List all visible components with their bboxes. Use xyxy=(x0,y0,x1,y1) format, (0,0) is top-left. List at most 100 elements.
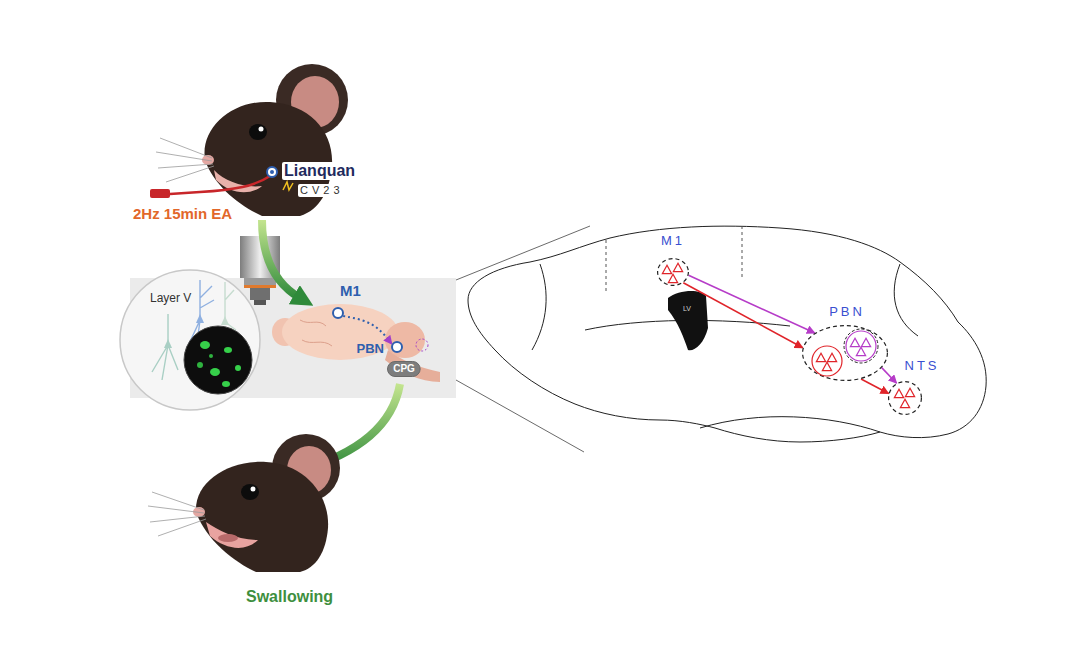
microscope xyxy=(244,285,276,288)
zoom-lines xyxy=(456,226,590,452)
neuron-symbol xyxy=(900,399,909,407)
neuron-symbol xyxy=(673,263,682,271)
subgroup-ring xyxy=(844,329,878,363)
node-label: PBN xyxy=(357,342,384,357)
two-photon-image xyxy=(224,347,232,353)
neuron-symbol xyxy=(822,362,831,370)
neuron-symbol xyxy=(827,353,836,361)
mouse-head-bottom xyxy=(206,522,258,548)
region-marker: M1 xyxy=(332,307,344,319)
two-photon-image xyxy=(197,362,203,368)
imaging-panel xyxy=(120,270,260,410)
mouse-head-bottom xyxy=(218,534,238,542)
node-outline xyxy=(888,381,922,415)
projection-dotted xyxy=(343,316,392,344)
acupoint-name: Lianquan xyxy=(282,162,357,180)
mouse-head-bottom xyxy=(148,434,340,572)
neuron-symbol xyxy=(668,274,677,282)
neuron-symbol xyxy=(856,347,865,355)
node-outline xyxy=(803,326,888,381)
electrode xyxy=(150,167,293,198)
mouse-head-top xyxy=(249,124,267,140)
stimulus-parameter: 2Hz 15min EA xyxy=(133,205,232,222)
mouse-head-bottom xyxy=(251,487,256,492)
outcome-label: Swallowing xyxy=(246,588,333,606)
node-outline xyxy=(889,382,922,415)
neuron-symbol xyxy=(894,389,903,397)
node-outline xyxy=(332,307,344,319)
node-outline xyxy=(658,259,689,286)
projection-arrow xyxy=(689,275,815,333)
neuron-symbol xyxy=(816,353,825,361)
node-label: NTS xyxy=(904,359,941,374)
pyramidal-neurons xyxy=(196,314,204,323)
sagittal-brain-outline xyxy=(532,264,546,350)
two-photon-image xyxy=(184,326,252,394)
mouse-brain xyxy=(282,304,398,360)
microscope xyxy=(244,278,276,288)
neuron-symbol xyxy=(850,338,859,346)
electrode xyxy=(150,189,170,198)
flow-arrow xyxy=(262,220,300,298)
microscope xyxy=(250,288,270,300)
acupoint-code: CV23 xyxy=(298,184,346,197)
mouse-brain xyxy=(416,339,428,351)
two-photon-image xyxy=(235,365,241,371)
microscope xyxy=(254,300,266,305)
two-photon-image xyxy=(200,341,210,349)
sagittal-brain-outline xyxy=(894,264,918,336)
layer-name: Layer V xyxy=(150,292,191,306)
mouse-brain xyxy=(272,304,440,382)
mouse-head-bottom xyxy=(241,484,259,500)
two-photon-image xyxy=(210,368,220,376)
sagittal-brain-outline xyxy=(668,291,708,350)
two-photon-image xyxy=(184,326,252,394)
neuron-cluster: PBN xyxy=(802,325,888,381)
mouse-head-top xyxy=(156,64,348,216)
electrode xyxy=(170,176,270,194)
mouse-head-bottom xyxy=(148,492,206,536)
two-photon-image xyxy=(222,381,230,387)
sagittal-brain-outline xyxy=(468,226,986,442)
pyramidal-neurons xyxy=(164,339,172,348)
sagittal-brain-outline xyxy=(606,226,742,292)
subgroup-circle xyxy=(812,346,842,376)
neuron-symbol xyxy=(662,265,671,273)
node-label: CPG xyxy=(393,363,415,375)
node-label: M1 xyxy=(340,282,361,299)
region-marker: PBN xyxy=(391,341,403,353)
node-outline xyxy=(333,308,343,318)
projection-arrow xyxy=(882,368,897,384)
electrode xyxy=(283,182,293,190)
node-outline xyxy=(657,258,689,286)
mouse-brain xyxy=(385,350,440,382)
neuron-cluster: M1 xyxy=(657,258,689,286)
electrode xyxy=(267,167,277,177)
mouse-head-bottom xyxy=(196,462,328,572)
subgroup-circle xyxy=(846,331,876,361)
neuron-symbol xyxy=(905,388,914,396)
node-label: PBN xyxy=(828,305,866,320)
node-outline xyxy=(802,325,888,381)
mouse-head-top xyxy=(259,127,264,132)
neuron-cluster: NTS xyxy=(888,381,922,415)
sagittal-brain-outline xyxy=(700,417,880,432)
sagittal-brain-outline xyxy=(468,226,986,442)
flow-arrow xyxy=(262,220,400,470)
pyramidal-neurons xyxy=(221,316,229,325)
zoom-lines xyxy=(456,380,584,452)
cpg-pill: CPG xyxy=(387,361,421,377)
zoom-lines xyxy=(456,226,590,280)
neuron-symbol xyxy=(861,338,870,346)
node-outline xyxy=(391,341,403,353)
projection-arrow xyxy=(683,283,802,348)
two-photon-image xyxy=(209,354,213,358)
pyramidal-neurons xyxy=(152,314,178,380)
node-outline xyxy=(392,342,402,352)
node-outline xyxy=(388,362,421,377)
mouse-head-top xyxy=(156,138,214,182)
mouse-brain xyxy=(300,320,332,346)
